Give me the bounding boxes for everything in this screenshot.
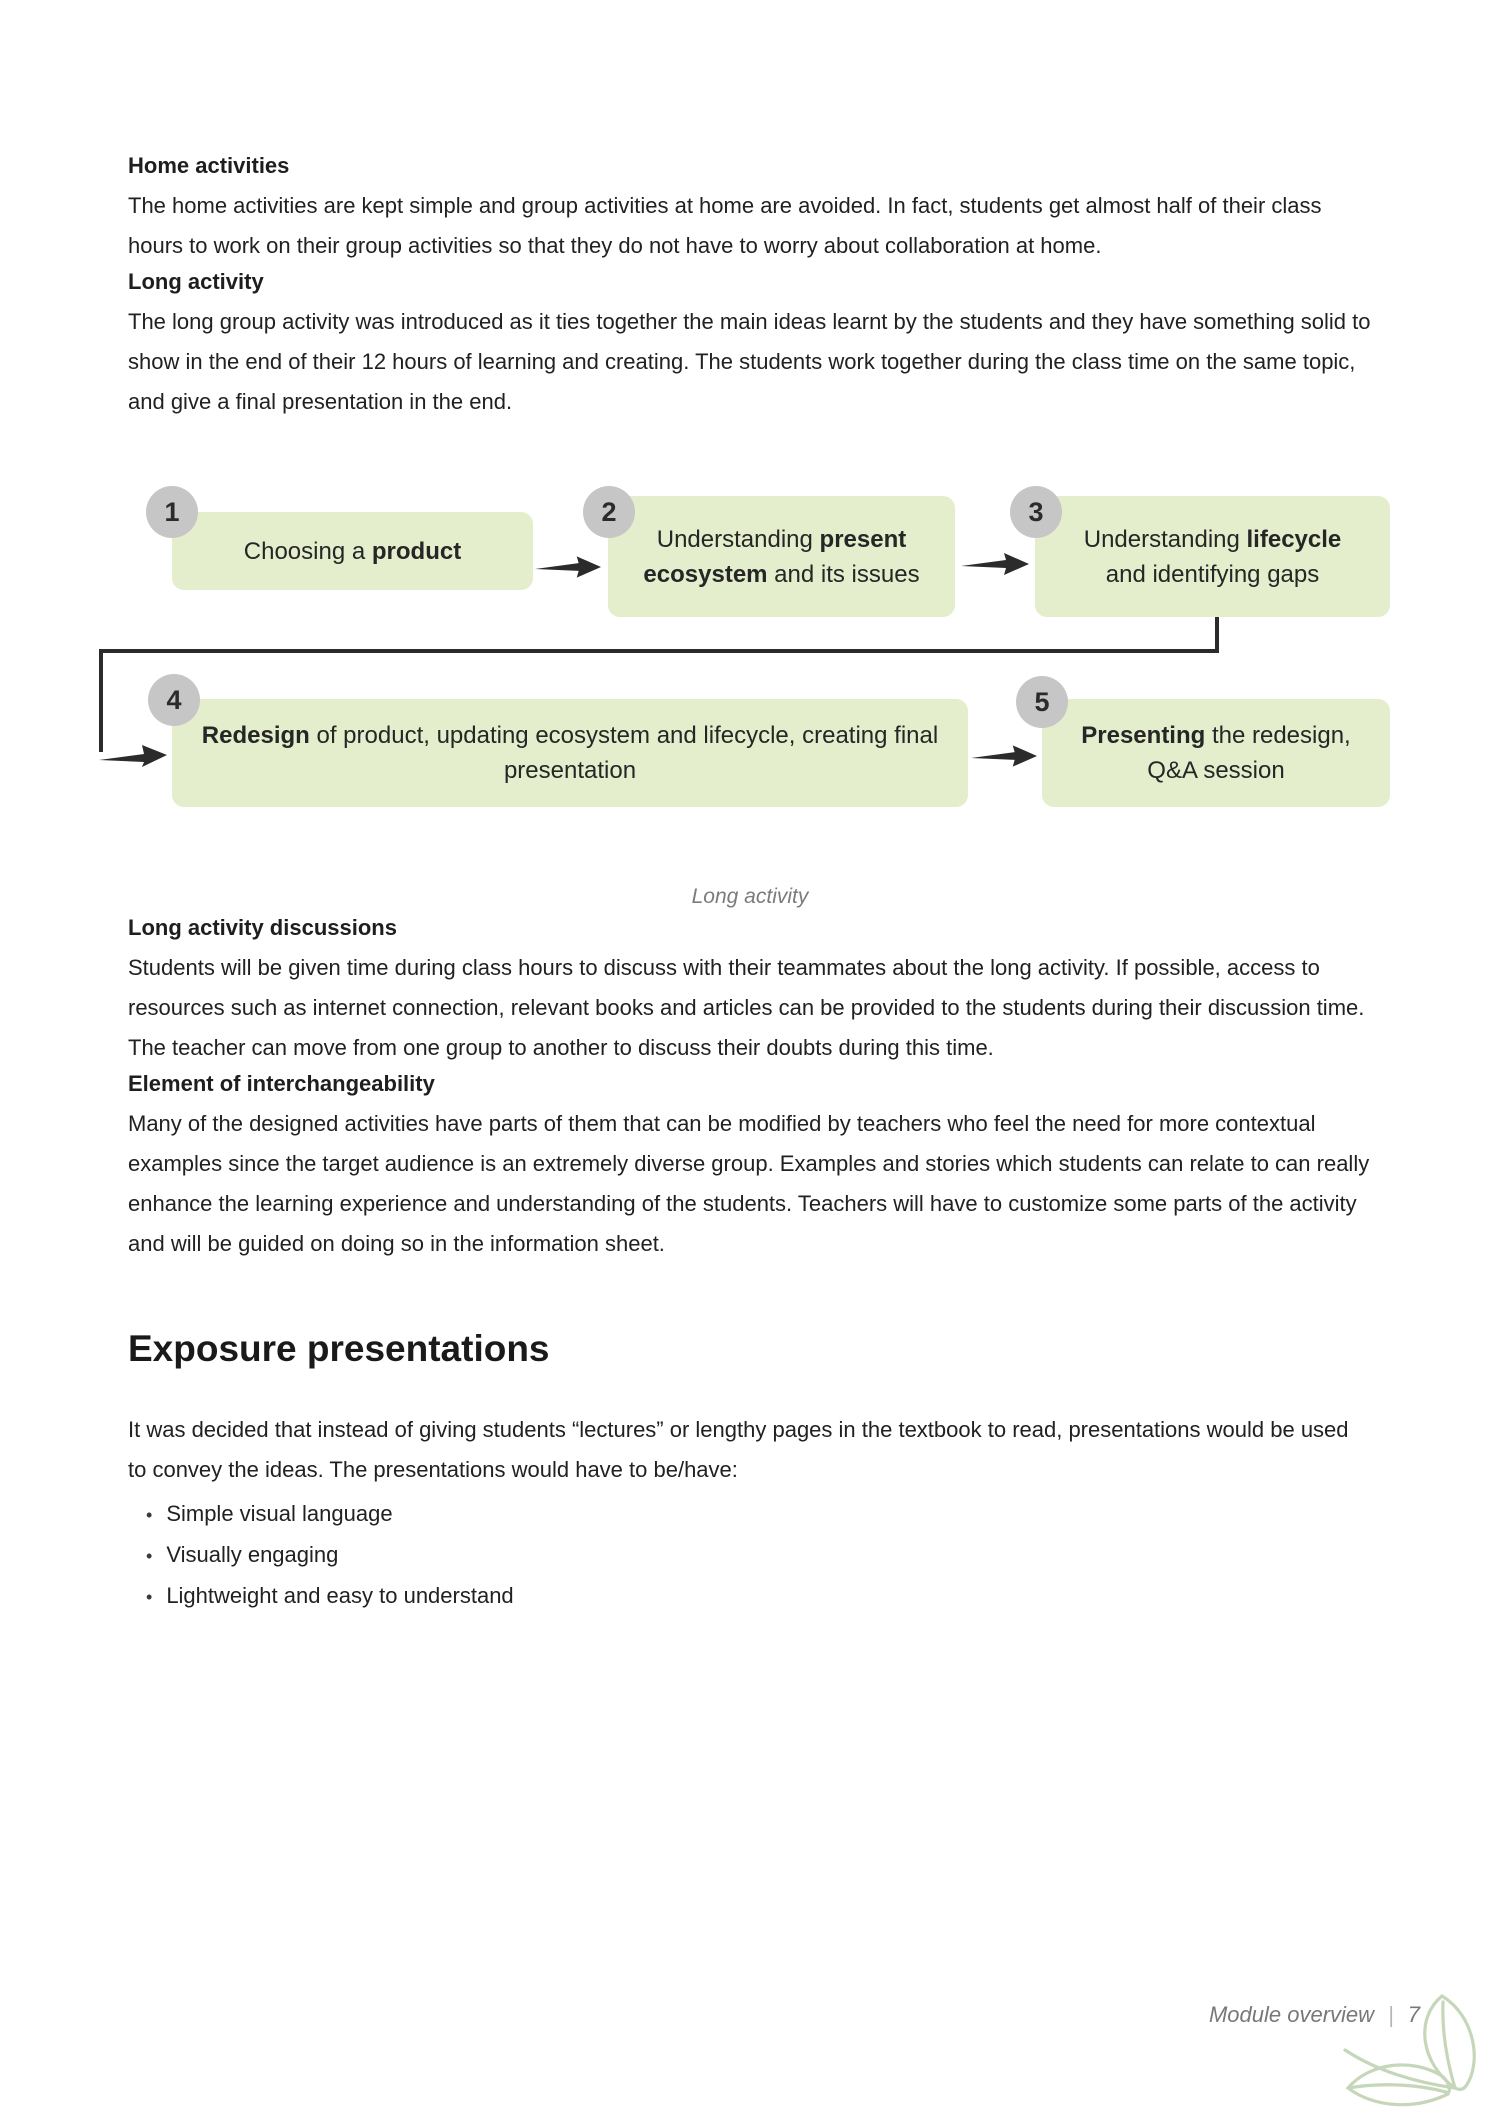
step-box-choosing-product: Choosing a product — [172, 512, 533, 590]
bullet-icon: • — [146, 1546, 153, 1566]
flow-arrow-icon — [961, 553, 1029, 575]
section-heading-long-activity: Long activity — [128, 269, 264, 294]
list-item-text: Visually engaging — [166, 1542, 339, 1567]
page-title-exposure-presentations: Exposure presentations — [128, 1328, 550, 1369]
section-heading-element-of-interchangeability: Element of interchangeability — [128, 1071, 435, 1096]
paragraph-home-activities: The home activities are kept simple and … — [128, 193, 1322, 258]
list-item-text: Simple visual language — [166, 1501, 393, 1526]
step-number-badge: 3 — [1010, 486, 1062, 538]
list-item: • Simple visual language — [146, 1494, 1372, 1535]
diagram-caption: Long activity — [691, 885, 809, 908]
footer-separator: | — [1388, 2002, 1394, 2027]
list-item: • Lightweight and easy to understand — [146, 1576, 1372, 1617]
flow-arrow-icon — [971, 745, 1037, 767]
footer-page-number: 7 — [1407, 2002, 1420, 2027]
leaf-decoration-icon — [1343, 1994, 1476, 2107]
list-item-text: Lightweight and easy to understand — [166, 1583, 514, 1608]
step-number-badge: 2 — [583, 486, 635, 538]
connector-line — [99, 617, 1219, 767]
list-item: • Visually engaging — [146, 1535, 1372, 1576]
exposure-bullet-list: • Simple visual language • Visually enga… — [128, 1494, 1372, 1617]
page-footer: Module overview | 7 — [1209, 2002, 1420, 2028]
page-content: Home activities The home activities are … — [0, 153, 1500, 1617]
footer-section-label: Module overview — [1208, 2002, 1375, 2027]
paragraph-long-activity: The long group activity was introduced a… — [128, 309, 1371, 414]
step-number-badge: 4 — [148, 674, 200, 726]
bullet-icon: • — [146, 1505, 153, 1525]
step-box-lifecycle-gaps: Understanding lifecycle and identifying … — [1035, 496, 1390, 617]
long-activity-flow-diagram: 1 Choosing a product 2 Understanding pre… — [0, 474, 1500, 824]
step-box-presenting: Presenting the redesign, Q&A session — [1042, 699, 1390, 807]
step-number-badge: 5 — [1016, 676, 1068, 728]
paragraph-long-activity-discussions: Students will be given time during class… — [128, 955, 1365, 1060]
step-box-redesign: Redesign of product, updating ecosystem … — [172, 699, 968, 807]
step-number-badge: 1 — [146, 486, 198, 538]
section-heading-long-activity-discussions: Long activity discussions — [128, 915, 397, 940]
flow-arrow-icon — [535, 556, 601, 578]
paragraph-element-of-interchangeability: Many of the designed activities have par… — [128, 1111, 1370, 1256]
step-box-present-ecosystem: Understanding present ecosystem and its … — [608, 496, 955, 617]
paragraph-exposure-intro: It was decided that instead of giving st… — [128, 1417, 1349, 1482]
section-heading-home-activities: Home activities — [128, 153, 290, 178]
bullet-icon: • — [146, 1587, 153, 1607]
